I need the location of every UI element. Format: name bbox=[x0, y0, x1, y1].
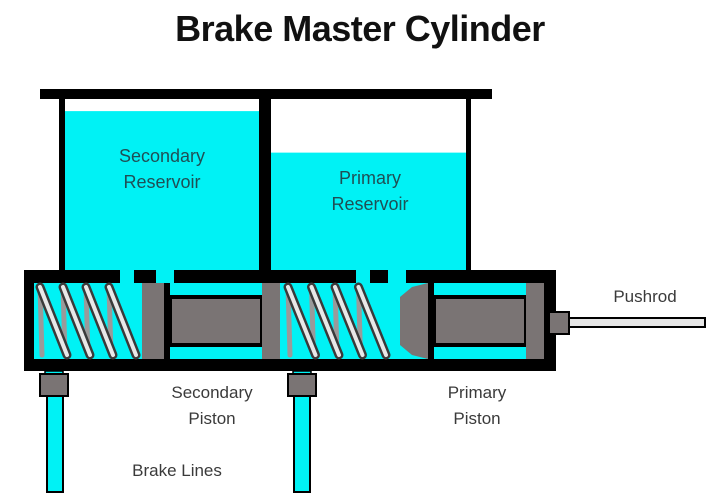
secondary-reservoir-left-wall bbox=[59, 99, 65, 272]
secondary-spring-icon bbox=[35, 282, 141, 360]
primary-inlet-port bbox=[388, 270, 406, 284]
spring-coil-highlight bbox=[84, 285, 115, 357]
secondary-piston-label-line2: Piston bbox=[188, 409, 235, 428]
spring-coil-highlight bbox=[38, 285, 69, 357]
reservoir-lid bbox=[40, 89, 492, 99]
primary-brake-line bbox=[287, 370, 317, 493]
primary-compensating-port bbox=[356, 270, 370, 284]
primary-reservoir-right-wall bbox=[466, 99, 471, 272]
spring-coil-highlight bbox=[107, 285, 138, 357]
secondary-piston-label-line1: Secondary bbox=[171, 383, 253, 402]
secondary-reservoir: Secondary Reservoir bbox=[59, 99, 260, 272]
spring-coil-highlight bbox=[333, 285, 365, 357]
secondary-piston bbox=[142, 283, 280, 359]
pushrod-label: Pushrod bbox=[613, 287, 676, 306]
secondary-compensating-port bbox=[120, 270, 134, 284]
secondary-reservoir-label-line2: Reservoir bbox=[123, 172, 200, 192]
spring-coil-highlight bbox=[286, 285, 318, 357]
primary-piston-label-line1: Primary bbox=[448, 383, 507, 402]
primary-piston bbox=[400, 283, 544, 359]
secondary-brake-line bbox=[39, 370, 69, 493]
primary-reservoir: Primary Reservoir bbox=[271, 99, 471, 272]
primary-piston-label-line2: Piston bbox=[453, 409, 500, 428]
pushrod bbox=[548, 311, 706, 335]
brake-lines-label: Brake Lines bbox=[132, 461, 222, 480]
reservoir-divider-wall bbox=[259, 99, 271, 272]
primary-reservoir-fluid bbox=[271, 152, 467, 272]
spring-coil-highlight bbox=[61, 285, 92, 357]
secondary-inlet-port bbox=[156, 270, 174, 284]
spring-coil-highlight bbox=[356, 285, 388, 357]
secondary-reservoir-label-line1: Secondary bbox=[119, 146, 205, 166]
cylinder-body bbox=[24, 270, 556, 371]
primary-reservoir-label-line1: Primary bbox=[339, 168, 401, 188]
diagram-title: Brake Master Cylinder bbox=[175, 8, 545, 49]
primary-reservoir-label-line2: Reservoir bbox=[331, 194, 408, 214]
primary-spring-icon bbox=[283, 282, 391, 360]
spring-coil-highlight bbox=[309, 285, 341, 357]
secondary-reservoir-fluid bbox=[64, 111, 260, 272]
